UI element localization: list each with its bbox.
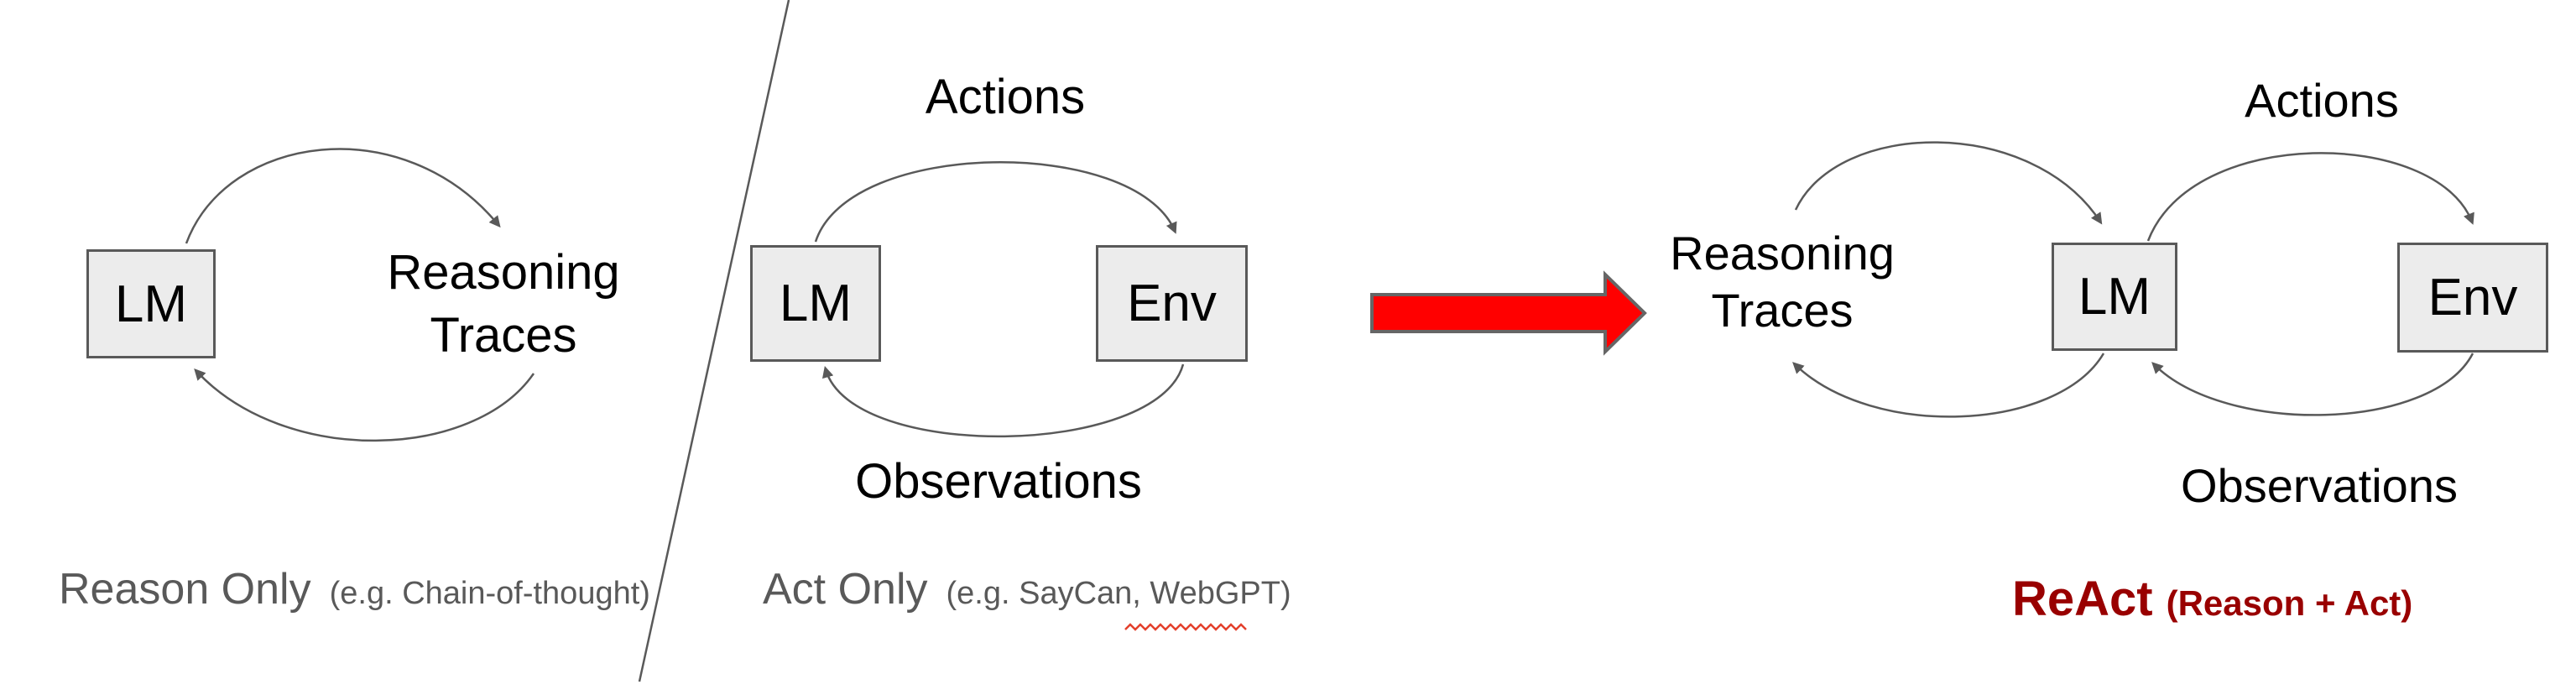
spellcheck-squiggle [1124,623,1247,631]
lm-box-react: LM [2052,243,2177,351]
caption-react-note: (Reason + Act) [2166,583,2413,623]
caption-react-main: ReAct [2012,572,2153,626]
arc-reasoning-to-lm [194,368,535,442]
lm-box-label: LM [114,274,188,333]
reasoning-traces-label-react: Reasoning Traces [1670,225,1895,339]
caption-reason-only-main: Reason Only [59,565,311,614]
arc-env-to-lm-observations [822,363,1185,438]
caption-act-only-main: Act Only [763,565,928,614]
actions-label-act-only: Actions [925,70,1086,124]
observations-label-react: Observations [2181,459,2458,512]
arc-lm-to-reasoning-react [1792,353,2105,418]
traces-line: Traces [430,308,577,363]
caption-reason-only: Reason Only (e.g. Chain-of-thought) [59,564,650,614]
reasoning-line: Reasoning [387,245,620,300]
arc-env-to-lm-react [2151,353,2474,416]
env-box-label: Env [1127,274,1217,332]
env-box-label: Env [2427,269,2518,327]
caption-act-only: Act Only (e.g. SayCan, WebGPT) [763,564,1291,614]
caption-act-only-note: (e.g. SayCan, WebGPT) [946,576,1291,612]
caption-act-only-note-prefix: (e.g. SayCan, [946,576,1141,611]
observations-label-act-only: Observations [855,454,1142,509]
panel-divider-line [638,0,790,682]
lm-box-reason-only: LM [86,249,216,358]
env-box-react: Env [2397,243,2548,353]
arc-lm-to-env-actions [814,161,1177,243]
caption-reason-only-note: (e.g. Chain-of-thought) [329,576,650,611]
reasoning-line: Reasoning [1670,227,1895,280]
lm-box-act-only: LM [750,245,881,362]
caption-act-only-note-suffix: ) [1280,576,1291,611]
arc-lm-to-reasoning [185,148,501,244]
traces-line: Traces [1711,284,1854,337]
caption-react: ReAct (Reason + Act) [2012,571,2412,627]
arc-lm-to-env-react [2146,152,2474,242]
caption-act-only-misspelled-word: WebGPT [1150,576,1280,611]
lm-box-label: LM [2078,268,2151,326]
actions-label-react: Actions [2245,74,2399,127]
transform-arrow-icon [1370,270,1647,356]
arc-reasoning-to-lm-react [1794,141,2103,225]
env-box-act-only: Env [1096,245,1248,362]
lm-box-label: LM [779,274,853,332]
reasoning-traces-label: Reasoning Traces [387,241,619,367]
